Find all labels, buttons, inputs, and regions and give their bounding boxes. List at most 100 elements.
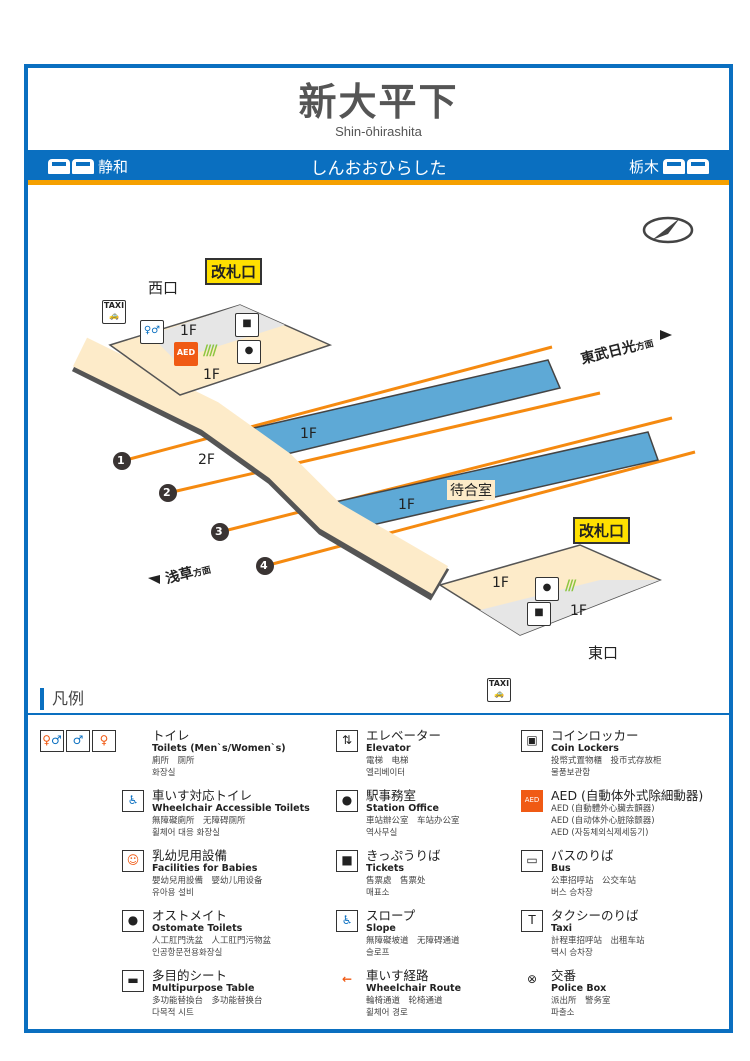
- legend-item-translation: 유아용 설비: [152, 888, 194, 898]
- compass-icon: [642, 216, 694, 244]
- track-line-1: [121, 345, 553, 463]
- taxi-icon: TAXI🚕: [102, 300, 126, 324]
- next-station: 栃木: [628, 158, 659, 176]
- legend-item-translation: 휠체어 경로: [366, 1008, 408, 1018]
- legend-item-translation: 휠체어 대응 화장실: [152, 828, 220, 838]
- wheelchair-toilet-icon: ♿: [122, 790, 144, 812]
- track-number-1: 1: [117, 454, 125, 467]
- toilet-women-icon: ♀: [92, 730, 116, 752]
- station-office-icon: ●: [237, 340, 261, 364]
- legend-divider: [28, 713, 729, 715]
- legend-item-translation: 다목적 시트: [152, 1008, 194, 1018]
- station-office-icon: ●: [336, 790, 358, 812]
- floor-label: 1F: [300, 426, 317, 442]
- legend-item-title: スロープ: [366, 908, 416, 923]
- taxi-icon: T: [521, 910, 543, 932]
- legend-item-title: エレベーター: [366, 728, 442, 743]
- toilet-all-icon: ♀♂: [40, 730, 64, 752]
- legend-item-title: 多目的シート: [152, 968, 228, 983]
- ostomate-icon: ●: [122, 910, 144, 932]
- line-stripe: [28, 180, 729, 185]
- east-exit-label: 東口: [588, 644, 619, 662]
- legend-item-translation: 엘리베이터: [366, 768, 406, 778]
- track-number-3: 3: [215, 525, 223, 538]
- legend-item-translation: 버스 승차장: [551, 888, 593, 898]
- legend-item-english: Tickets: [366, 863, 405, 874]
- toilet-men-icon: ♂: [66, 730, 90, 752]
- platform-3-4: [333, 431, 659, 531]
- floor-label: 1F: [570, 603, 587, 619]
- west-exit-label: 西口: [148, 279, 179, 297]
- aed-icon: AED: [174, 342, 198, 366]
- direction-suffix: 方面: [192, 565, 213, 580]
- legend-item-translation: AED (자동체외식제세동기): [551, 828, 649, 838]
- legend-item-translation: 售票處 售票处: [366, 876, 426, 886]
- legend-item-title: 交番: [551, 968, 577, 983]
- legend-item-english: Police Box: [551, 983, 607, 994]
- legend-item-translation: 파출소: [551, 1008, 575, 1018]
- tickets-icon: ■: [336, 850, 358, 872]
- legend-item-translation: 인공항문전용화장실: [152, 948, 223, 958]
- multipurpose-table-icon: ▬: [122, 970, 144, 992]
- floor-label: 1F: [203, 367, 220, 383]
- track-line-2: [167, 391, 601, 495]
- taxi-text: TAXI: [103, 301, 125, 310]
- track-numbers: [113, 452, 274, 575]
- legend-item-translation: 多功能替換台 多功能替换台: [152, 996, 263, 1006]
- walkway-2f: [72, 337, 449, 594]
- coin-locker-icon: ▣: [521, 730, 543, 752]
- legend-item-title: 乳幼児用設備: [152, 848, 228, 863]
- legend-item-title: 車いす対応トイレ: [152, 788, 253, 803]
- waiting-room-label: 待合室: [447, 480, 495, 500]
- legend-item-translation: 택시 승차장: [551, 948, 593, 958]
- legend-item-translation: 嬰幼兒用設備 婴幼儿用设备: [152, 876, 263, 886]
- legend-item-english: Slope: [366, 923, 396, 934]
- legend-item-translation: 매표소: [366, 888, 390, 898]
- tickets-icon: ■: [235, 313, 259, 337]
- train-icon: [72, 159, 94, 174]
- baby-icon: ☺: [122, 850, 144, 872]
- track-number-4: 4: [260, 559, 268, 572]
- track-line-4: [264, 450, 696, 568]
- legend-item-translation: 人工肛門洗盆 人工肛門污物盆: [152, 936, 272, 946]
- station-header: 新大平下 Shin-ōhirashita: [28, 70, 729, 150]
- legend-item-translation: 역사무실: [366, 828, 398, 838]
- legend-title: 凡例: [40, 688, 84, 710]
- floor-label: 1F: [492, 575, 509, 591]
- legend-item-english: Wheelchair Accessible Toilets: [152, 803, 310, 814]
- direction-suffix: 方面: [634, 339, 655, 354]
- legend-item-title: AED (自動体外式除細動器): [551, 788, 704, 803]
- legend-item-title: きっぷうりば: [366, 848, 441, 863]
- legend-item-translation: 슬로프: [366, 948, 390, 958]
- legend-item-english: Taxi: [551, 923, 573, 934]
- train-icon: [48, 159, 70, 174]
- legend-item-title: トイレ: [152, 728, 190, 743]
- east-gate-callout: 改札口: [573, 517, 631, 544]
- legend-item-translation: 派出所 警务室: [551, 996, 611, 1006]
- legend-item-title: タクシーのりば: [551, 908, 639, 923]
- legend-item-translation: 公車招呼站 公交车站: [551, 876, 637, 886]
- legend-item-english: Facilities for Babies: [152, 863, 258, 874]
- west-gate-callout: 改札口: [205, 258, 263, 285]
- taxi-text: TAXI: [488, 679, 510, 688]
- legend-item-translation: AED (自动体外心脏除颤器): [551, 816, 655, 826]
- legend-item-title: バスのりば: [551, 848, 614, 863]
- station-hiragana: しんおおひらした: [310, 159, 447, 179]
- legend-item-english: Multipurpose Table: [152, 983, 255, 994]
- east-gate-area: [480, 580, 660, 635]
- legend-item-title: 車いす経路: [366, 968, 429, 983]
